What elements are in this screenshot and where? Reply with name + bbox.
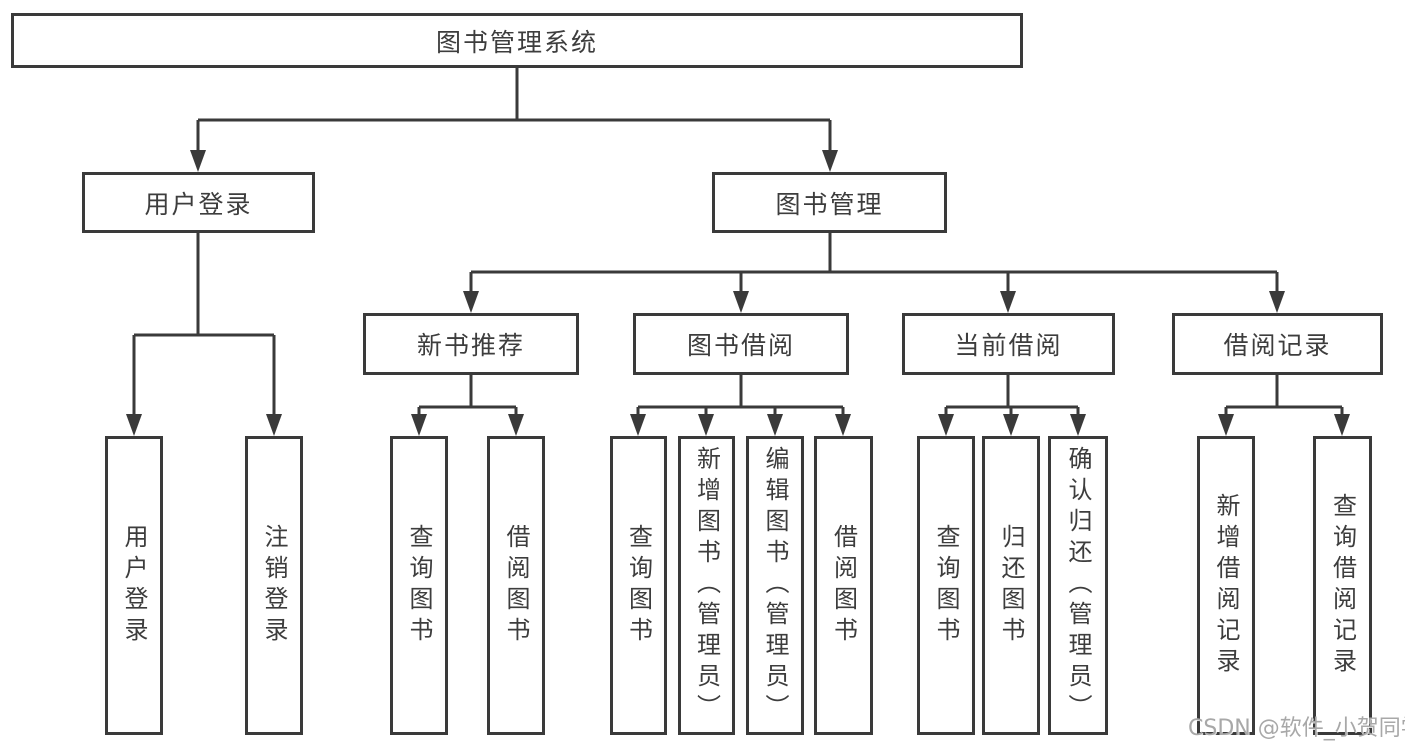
connector-borrow-record — [1218, 375, 1350, 436]
node-user-login: 用户登录 — [82, 172, 315, 233]
leaf-record-add-record: 新增借阅记录 — [1197, 436, 1255, 735]
leaf-borrow-borrow-book: 借阅图书 — [814, 436, 873, 735]
leaf-login-user-login-label: 用户登录 — [120, 523, 148, 648]
leaf-current-confirm-return-admin: 确认归还（管理员） — [1048, 436, 1108, 735]
leaf-recommend-query-book-label: 查询图书 — [405, 523, 433, 648]
leaf-borrow-edit-book-admin-label: 编辑图书（管理员） — [761, 446, 789, 725]
node-user-login-label: 用户登录 — [144, 189, 253, 219]
leaf-borrow-query-book-label: 查询图书 — [624, 523, 653, 648]
leaf-login-logout-label: 注销登录 — [260, 523, 288, 648]
leaf-recommend-borrow-book: 借阅图书 — [487, 436, 545, 735]
leaf-recommend-borrow-book-label: 借阅图书 — [502, 523, 530, 648]
leaf-current-return-book-label: 归还图书 — [997, 523, 1025, 648]
leaf-borrow-query-book: 查询图书 — [610, 436, 667, 735]
node-current-borrow-label: 当前借阅 — [954, 331, 1063, 360]
leaf-current-query-book: 查询图书 — [917, 436, 975, 735]
node-borrow-record-label: 借阅记录 — [1223, 331, 1332, 360]
node-book-borrow-label: 图书借阅 — [686, 331, 795, 360]
leaf-borrow-add-book-admin: 新增图书（管理员） — [678, 436, 735, 735]
node-book-borrow: 图书借阅 — [633, 313, 849, 375]
leaf-borrow-borrow-book-label: 借阅图书 — [829, 523, 858, 648]
leaf-record-query-record-label: 查询借阅记录 — [1328, 492, 1357, 679]
node-current-borrow: 当前借阅 — [902, 313, 1115, 375]
leaf-borrow-add-book-admin-label: 新增图书（管理员） — [692, 446, 721, 725]
connector-root — [190, 68, 838, 172]
node-root-system: 图书管理系统 — [11, 13, 1023, 68]
node-new-book-recommend: 新书推荐 — [363, 313, 579, 375]
leaf-borrow-edit-book-admin: 编辑图书（管理员） — [746, 436, 804, 735]
leaf-record-query-record: 查询借阅记录 — [1313, 436, 1372, 735]
csdn-watermark: CSDN @软件_小贺同学 — [1188, 716, 1405, 741]
leaf-current-confirm-return-admin-label: 确认归还（管理员） — [1064, 446, 1092, 725]
leaf-record-add-record-label: 新增借阅记录 — [1212, 492, 1240, 679]
connector-new-book — [411, 375, 524, 436]
leaf-recommend-query-book: 查询图书 — [390, 436, 448, 735]
node-book-management: 图书管理 — [712, 172, 947, 233]
connector-book-management — [463, 233, 1285, 313]
node-borrow-record: 借阅记录 — [1172, 313, 1383, 375]
leaf-current-return-book: 归还图书 — [982, 436, 1040, 735]
connector-book-borrow — [630, 375, 851, 436]
node-book-management-label: 图书管理 — [775, 189, 884, 219]
leaf-login-logout: 注销登录 — [245, 436, 303, 735]
connector-user-login — [126, 233, 282, 436]
leaf-login-user-login: 用户登录 — [105, 436, 163, 735]
node-new-book-recommend-label: 新书推荐 — [416, 331, 525, 360]
leaf-current-query-book-label: 查询图书 — [932, 523, 960, 648]
connector-current-borrow — [938, 375, 1086, 436]
node-root-label: 图书管理系统 — [435, 27, 598, 57]
